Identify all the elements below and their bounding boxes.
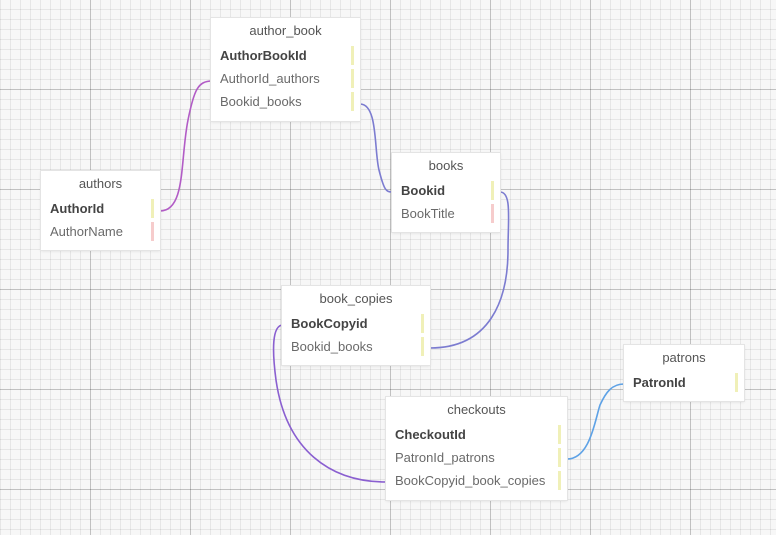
field-bookcopyid[interactable]: BookCopyid (282, 312, 430, 335)
field-patronid[interactable]: PatronId (624, 371, 744, 394)
field-booktitle[interactable]: BookTitle (392, 202, 500, 225)
field-name: Bookid_books (220, 94, 302, 109)
field-name: CheckoutId (395, 427, 466, 442)
link-book-copies-checkouts[interactable] (272, 324, 387, 483)
nonkey-indicator (151, 222, 154, 241)
field-name: Bookid_books (291, 339, 373, 354)
link-checkouts-patrons[interactable] (566, 383, 625, 460)
table-title: checkouts (447, 402, 506, 417)
table-authors[interactable]: authors AuthorId AuthorName (41, 171, 160, 250)
key-indicator (351, 46, 354, 65)
link-authors-author-book[interactable] (159, 80, 213, 212)
table-author-book[interactable]: author_book AuthorBookId AuthorId_author… (211, 18, 360, 121)
field-name: BookCopyid (291, 316, 368, 331)
field-name: BookCopyid_book_copies (395, 473, 546, 488)
field-checkoutid[interactable]: CheckoutId (386, 423, 567, 446)
field-name: PatronId_patrons (395, 450, 495, 465)
key-indicator (351, 69, 354, 88)
field-name: AuthorBookId (220, 48, 307, 63)
key-indicator (558, 425, 561, 444)
field-name: AuthorId (50, 201, 105, 216)
nonkey-indicator (491, 204, 494, 223)
table-patrons[interactable]: patrons PatronId (624, 345, 744, 401)
field-authorbookid[interactable]: AuthorBookId (211, 44, 360, 67)
field-bookid[interactable]: Bookid (392, 179, 500, 202)
field-authorid[interactable]: AuthorId (41, 197, 160, 220)
field-name: AuthorId_authors (220, 71, 320, 86)
link-author-book-books[interactable] (359, 103, 393, 193)
table-book-copies[interactable]: book_copies BookCopyid Bookid_books (282, 286, 430, 365)
field-bookid-books[interactable]: Bookid_books (282, 335, 430, 358)
table-title: patrons (662, 350, 706, 365)
field-patronid-patrons[interactable]: PatronId_patrons (386, 446, 567, 469)
key-indicator (735, 373, 738, 392)
field-authorname[interactable]: AuthorName (41, 220, 160, 243)
field-bookcopyid-book-copies[interactable]: BookCopyid_book_copies (386, 469, 567, 492)
key-indicator (421, 314, 424, 333)
key-indicator (558, 448, 561, 467)
table-title: author_book (249, 23, 322, 38)
field-name: Bookid (401, 183, 446, 198)
field-authorid-authors[interactable]: AuthorId_authors (211, 67, 360, 90)
key-indicator (151, 199, 154, 218)
key-indicator (421, 337, 424, 356)
key-indicator (351, 92, 354, 111)
table-books[interactable]: books Bookid BookTitle (392, 153, 500, 232)
table-checkouts[interactable]: checkouts CheckoutId PatronId_patrons Bo… (386, 397, 567, 500)
key-indicator (558, 471, 561, 490)
key-indicator (491, 181, 494, 200)
field-name: AuthorName (50, 224, 123, 239)
table-title: book_copies (319, 291, 393, 306)
link-books-book-copies[interactable] (429, 191, 510, 349)
table-title: books (428, 158, 464, 173)
field-name: PatronId (633, 375, 686, 390)
field-name: BookTitle (401, 206, 455, 221)
field-bookid-books[interactable]: Bookid_books (211, 90, 360, 113)
table-title: authors (78, 176, 123, 191)
